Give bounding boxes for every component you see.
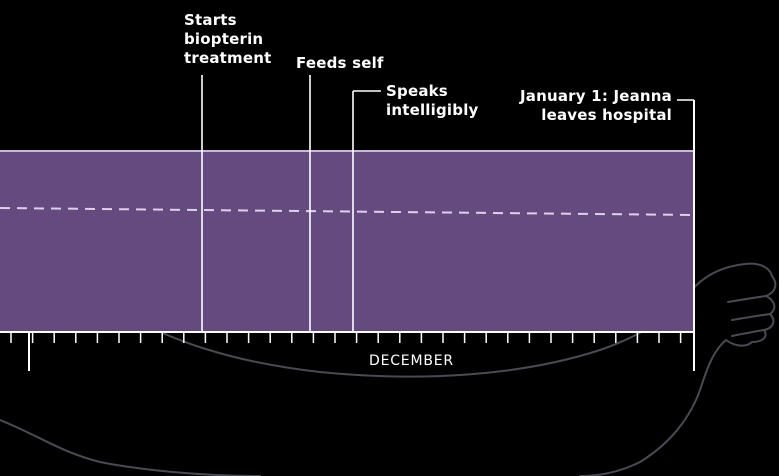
dashed-trend-line: [0, 207, 695, 216]
axis-ticks: [10, 332, 682, 343]
milestone-label-line: biopterin: [184, 30, 264, 48]
milestone-label-leaves-hospital: January 1: Jeanna leaves hospital: [520, 87, 672, 125]
milestone-label-biopterin: Starts biopterin treatment: [184, 11, 272, 68]
milestone-label-line: Speaks: [386, 82, 448, 100]
band: [0, 151, 694, 332]
milestone-label-line: leaves hospital: [541, 106, 672, 124]
milestone-label-line: intelligibly: [386, 101, 479, 119]
milestone-label-line: January 1: Jeanna: [520, 87, 672, 105]
milestone-label-feeds-self: Feeds self: [296, 54, 384, 73]
milestone-label-line: treatment: [184, 49, 272, 67]
month-label: DECEMBER: [369, 353, 454, 369]
milestone-label-line: Starts: [184, 11, 237, 29]
milestone-label-speaks: Speaks intelligibly: [386, 82, 479, 120]
milestone-label-line: Feeds self: [296, 54, 384, 72]
